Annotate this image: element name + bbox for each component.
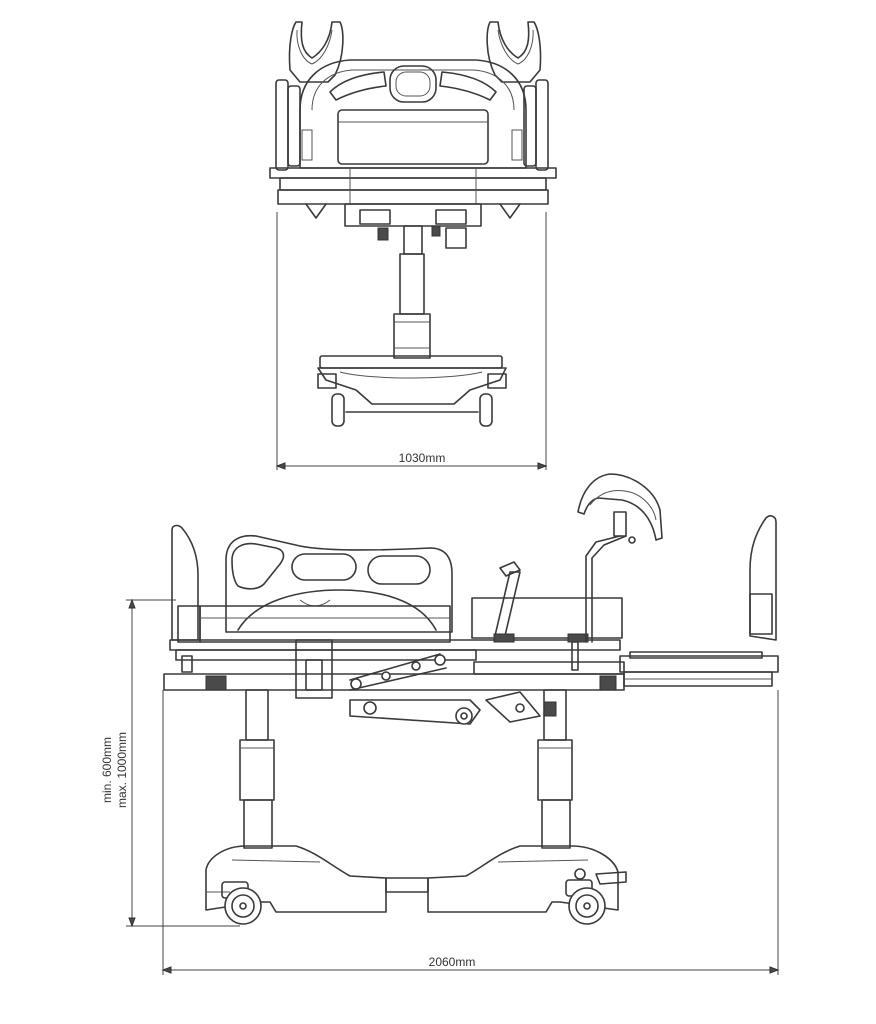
front-lift-column [393,253,431,359]
side-base [205,845,619,913]
front-base [317,355,507,427]
side-view [126,473,780,975]
front-view [269,21,557,470]
side-foot-post [749,515,777,641]
front-leg-support-right [486,21,542,83]
height-max-label: max. 1000mm [115,732,129,808]
side-lift-column-foot [537,689,573,849]
front-leg-support-left [288,21,344,83]
side-head-post [171,524,201,643]
side-lift-column-head [239,689,275,849]
side-caster-foot [565,868,627,925]
side-caster-head [221,881,262,925]
height-min-label: min. 600mm [100,737,114,803]
width-dimension-label: 1030mm [399,451,446,465]
length-dimension-label: 2060mm [429,955,476,969]
front-headboard [299,59,527,169]
side-calf-support [577,473,663,643]
